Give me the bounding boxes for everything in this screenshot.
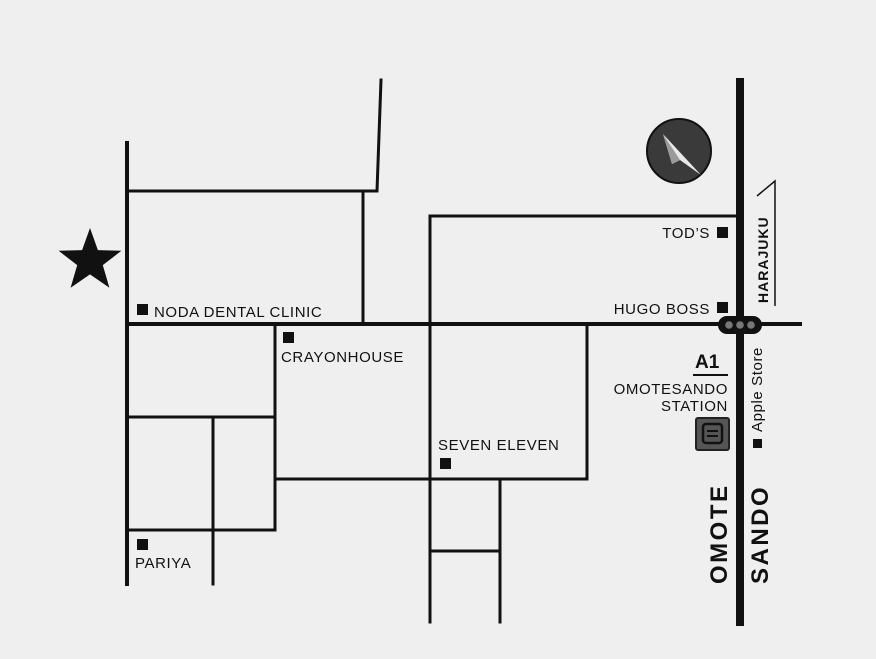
- apple-store-label: Apple Store: [749, 347, 766, 432]
- noda-dental-clinic-label: NODA DENTAL CLINIC: [154, 304, 322, 321]
- pariya-label: PARIYA: [135, 555, 191, 572]
- north-block-street: [125, 78, 383, 193]
- pariya-marker-icon: [137, 539, 148, 550]
- hugo-boss-marker-icon: [717, 302, 728, 313]
- crayonhouse-label: CRAYONHOUSE: [281, 349, 404, 366]
- compass-arrow-icon: [646, 118, 712, 184]
- apple-store-marker-icon: [753, 439, 762, 448]
- hugo-boss-label: HUGO BOSS: [614, 301, 710, 318]
- seven-eleven-label: SEVEN ELEVEN: [438, 437, 559, 454]
- tods-label: TOD’S: [662, 225, 710, 242]
- street: [428, 214, 740, 326]
- harajuku-arrow-icon: [756, 179, 776, 306]
- harajuku-label: HARAJUKU: [755, 216, 771, 303]
- star-icon: [58, 228, 122, 288]
- omote-label: OMOTE: [706, 484, 733, 585]
- station-name-line2: STATION: [661, 398, 728, 415]
- street-network: [125, 78, 802, 626]
- crayonhouse-marker-icon: [283, 332, 294, 343]
- tods-marker-icon: [717, 227, 728, 238]
- sando-label: SANDO: [747, 485, 774, 584]
- station-entrance-icon: [718, 316, 762, 334]
- exit-a1-label: A1: [695, 352, 720, 373]
- noda-marker-icon: [137, 304, 148, 315]
- station-icon: [695, 417, 730, 451]
- station-name-line1: OMOTESANDO: [614, 381, 728, 398]
- seven-eleven-marker-icon: [440, 458, 451, 469]
